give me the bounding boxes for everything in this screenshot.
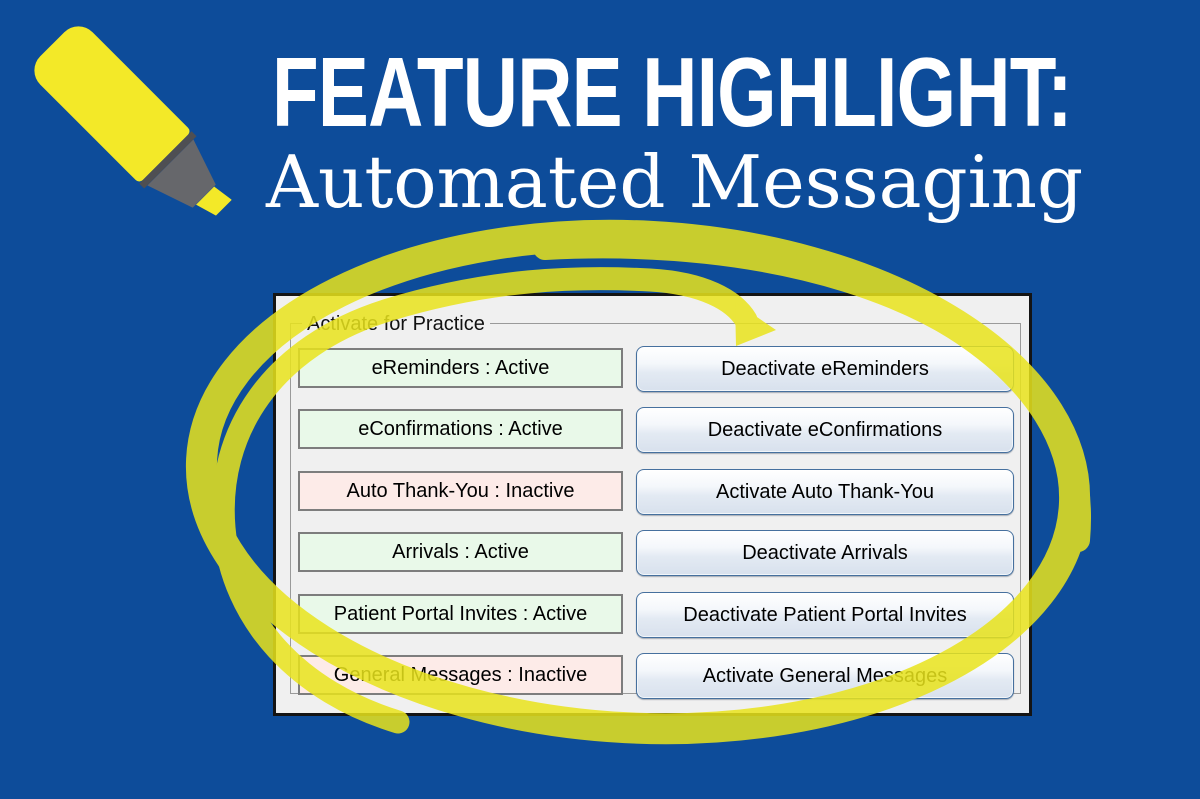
deactivate-econfirmations-button[interactable]: Deactivate eConfirmations	[636, 407, 1014, 453]
feature-row: Auto Thank-You : Inactive Activate Auto …	[298, 469, 1014, 515]
status-field-patient-portal-invites: Patient Portal Invites : Active	[298, 594, 623, 634]
page-subtitle: Automated Messaging	[266, 140, 1084, 224]
deactivate-arrivals-button[interactable]: Deactivate Arrivals	[636, 530, 1014, 576]
activate-auto-thank-you-button[interactable]: Activate Auto Thank-You	[636, 469, 1014, 515]
status-field-econfirmations: eConfirmations : Active	[298, 409, 623, 449]
status-field-auto-thank-you: Auto Thank-You : Inactive	[298, 471, 623, 511]
page-title: FEATURE HIGHLIGHT:	[272, 37, 1073, 147]
feature-row: eReminders : Active Deactivate eReminder…	[298, 346, 1014, 392]
feature-row: Patient Portal Invites : Active Deactiva…	[298, 592, 1014, 638]
activate-for-practice-panel: Activate for Practice eReminders : Activ…	[273, 293, 1032, 716]
status-field-general-messages: General Messages : Inactive	[298, 655, 623, 695]
highlighter-icon	[26, 18, 244, 236]
feature-row: eConfirmations : Active Deactivate eConf…	[298, 407, 1014, 453]
deactivate-patient-portal-invites-button[interactable]: Deactivate Patient Portal Invites	[636, 592, 1014, 638]
feature-row: Arrivals : Active Deactivate Arrivals	[298, 530, 1014, 576]
status-field-ereminders: eReminders : Active	[298, 348, 623, 388]
groupbox-label: Activate for Practice	[302, 313, 490, 336]
feature-row: General Messages : Inactive Activate Gen…	[298, 653, 1014, 699]
activate-general-messages-button[interactable]: Activate General Messages	[636, 653, 1014, 699]
deactivate-ereminders-button[interactable]: Deactivate eReminders	[636, 346, 1014, 392]
status-field-arrivals: Arrivals : Active	[298, 532, 623, 572]
